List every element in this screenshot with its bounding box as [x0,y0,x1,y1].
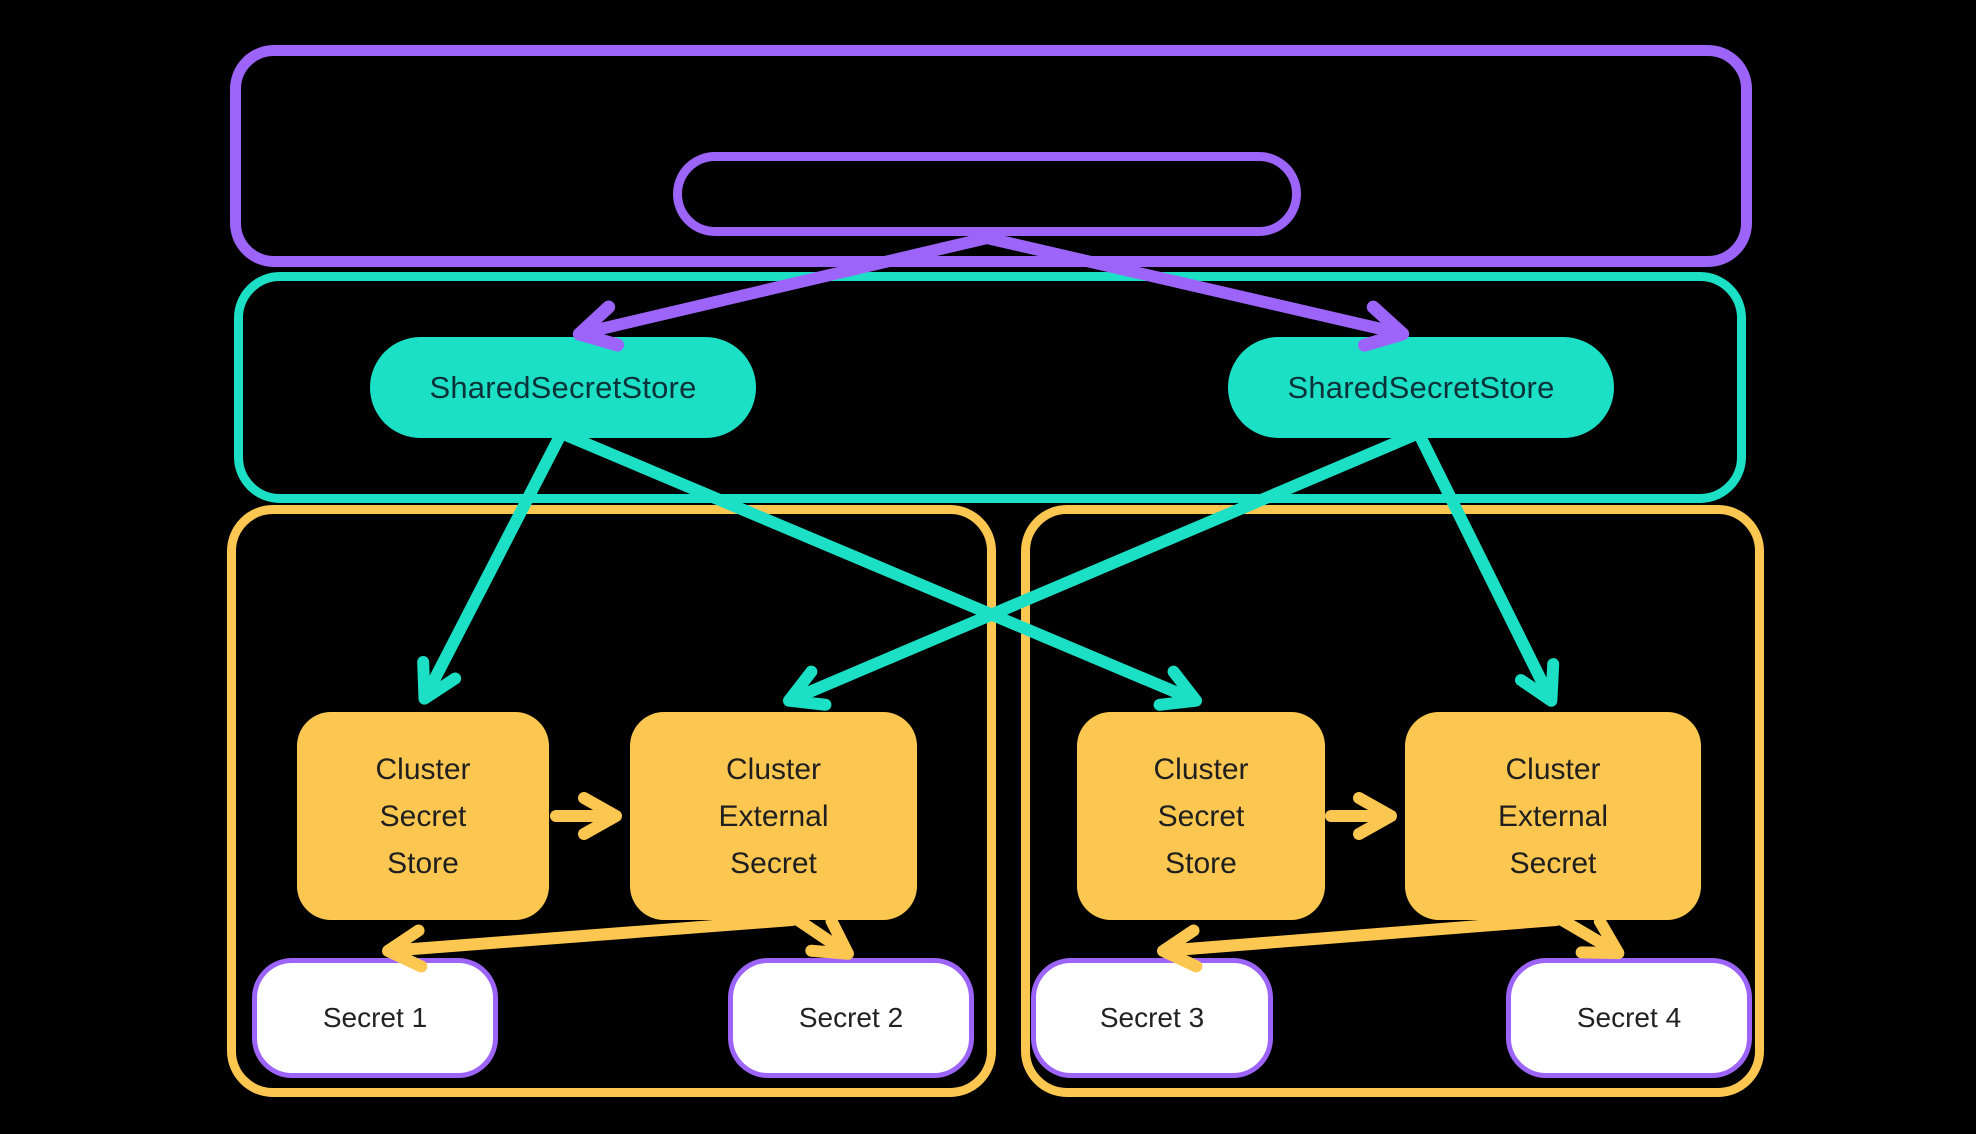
node-shared-secret-store-right: SharedSecretStore [1228,337,1614,438]
node-cluster-external-secret-left: Cluster External Secret [630,712,917,920]
node-secret-3: Secret 3 [1031,958,1273,1078]
node-secret-1: Secret 1 [252,958,498,1078]
node-cluster-external-secret-right: Cluster External Secret [1405,712,1701,920]
node-secret-4: Secret 4 [1506,958,1752,1078]
source-pill-box [673,152,1301,236]
node-secret-2: Secret 2 [728,958,974,1078]
node-shared-secret-store-left: SharedSecretStore [370,337,756,438]
node-cluster-secret-store-right: Cluster Secret Store [1077,712,1325,920]
node-cluster-secret-store-left: Cluster Secret Store [297,712,549,920]
